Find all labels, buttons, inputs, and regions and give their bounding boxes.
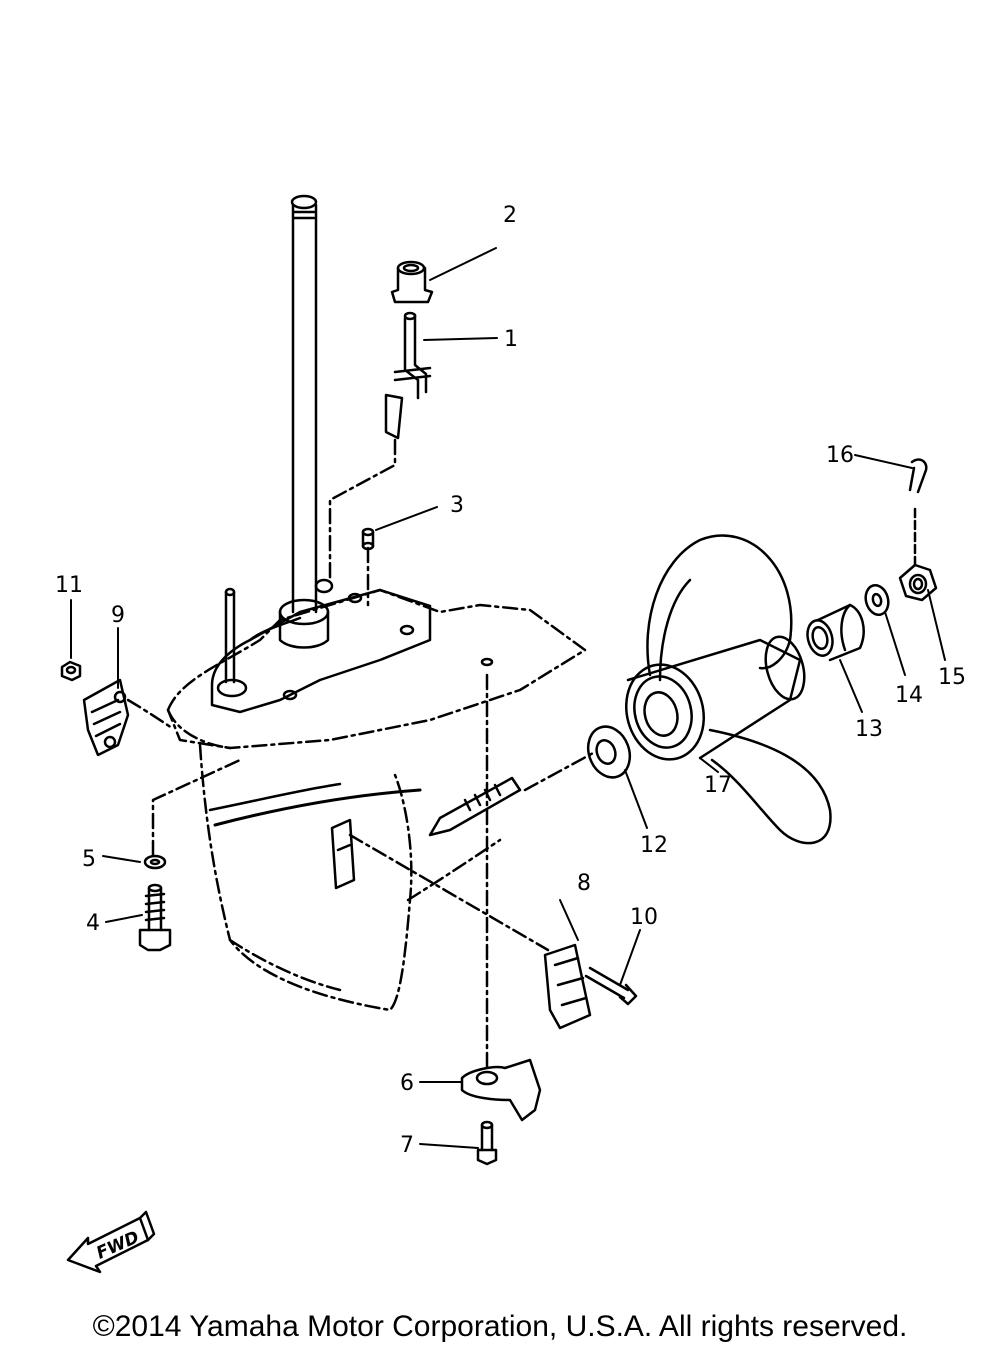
callout-12: 12 <box>640 833 668 858</box>
callout-8: 8 <box>577 871 591 896</box>
callout-4: 4 <box>86 911 100 936</box>
anode-plate <box>348 833 592 1030</box>
cavitation-anode <box>460 673 542 1122</box>
callout-13: 13 <box>855 717 883 742</box>
bolt <box>138 883 172 952</box>
thrust-washer <box>523 725 632 792</box>
callout-5: 5 <box>82 847 96 872</box>
callout-7: 7 <box>400 1133 414 1158</box>
anode-bolt <box>584 966 638 1006</box>
washer <box>143 758 242 870</box>
cotter-pin <box>908 458 928 494</box>
callout-2: 2 <box>503 203 517 228</box>
leader-lines <box>70 247 946 1149</box>
trim-tab <box>82 678 174 757</box>
callout-3: 3 <box>450 493 464 518</box>
shift-rod <box>328 311 432 582</box>
callout-17: 17 <box>704 773 732 798</box>
callout-11: 11 <box>55 573 83 598</box>
fwd-label: FWD <box>94 1227 143 1263</box>
forward-arrow: FWD <box>66 1210 156 1274</box>
lower-unit-housing <box>166 587 587 1012</box>
skeg-screw <box>476 1120 498 1166</box>
castle-nut <box>898 506 938 602</box>
spacer <box>806 603 865 662</box>
grommet <box>390 260 434 304</box>
callout-9: 9 <box>111 603 125 628</box>
drive-shaft <box>278 194 334 649</box>
callout-16: 16 <box>826 443 854 468</box>
callout-labels: 1 2 3 4 5 6 7 8 9 10 11 12 13 14 15 16 1… <box>55 203 966 1158</box>
callout-6: 6 <box>400 1071 414 1096</box>
prop-washer <box>864 583 890 617</box>
callout-1: 1 <box>504 327 518 352</box>
copyright-notice: ©2014 Yamaha Motor Corporation, U.S.A. A… <box>92 1310 908 1343</box>
callout-14: 14 <box>895 683 923 708</box>
callout-15: 15 <box>938 665 966 690</box>
nut <box>60 660 82 682</box>
dowel-pin <box>361 527 375 607</box>
callout-10: 10 <box>630 905 658 930</box>
propeller <box>624 534 832 845</box>
